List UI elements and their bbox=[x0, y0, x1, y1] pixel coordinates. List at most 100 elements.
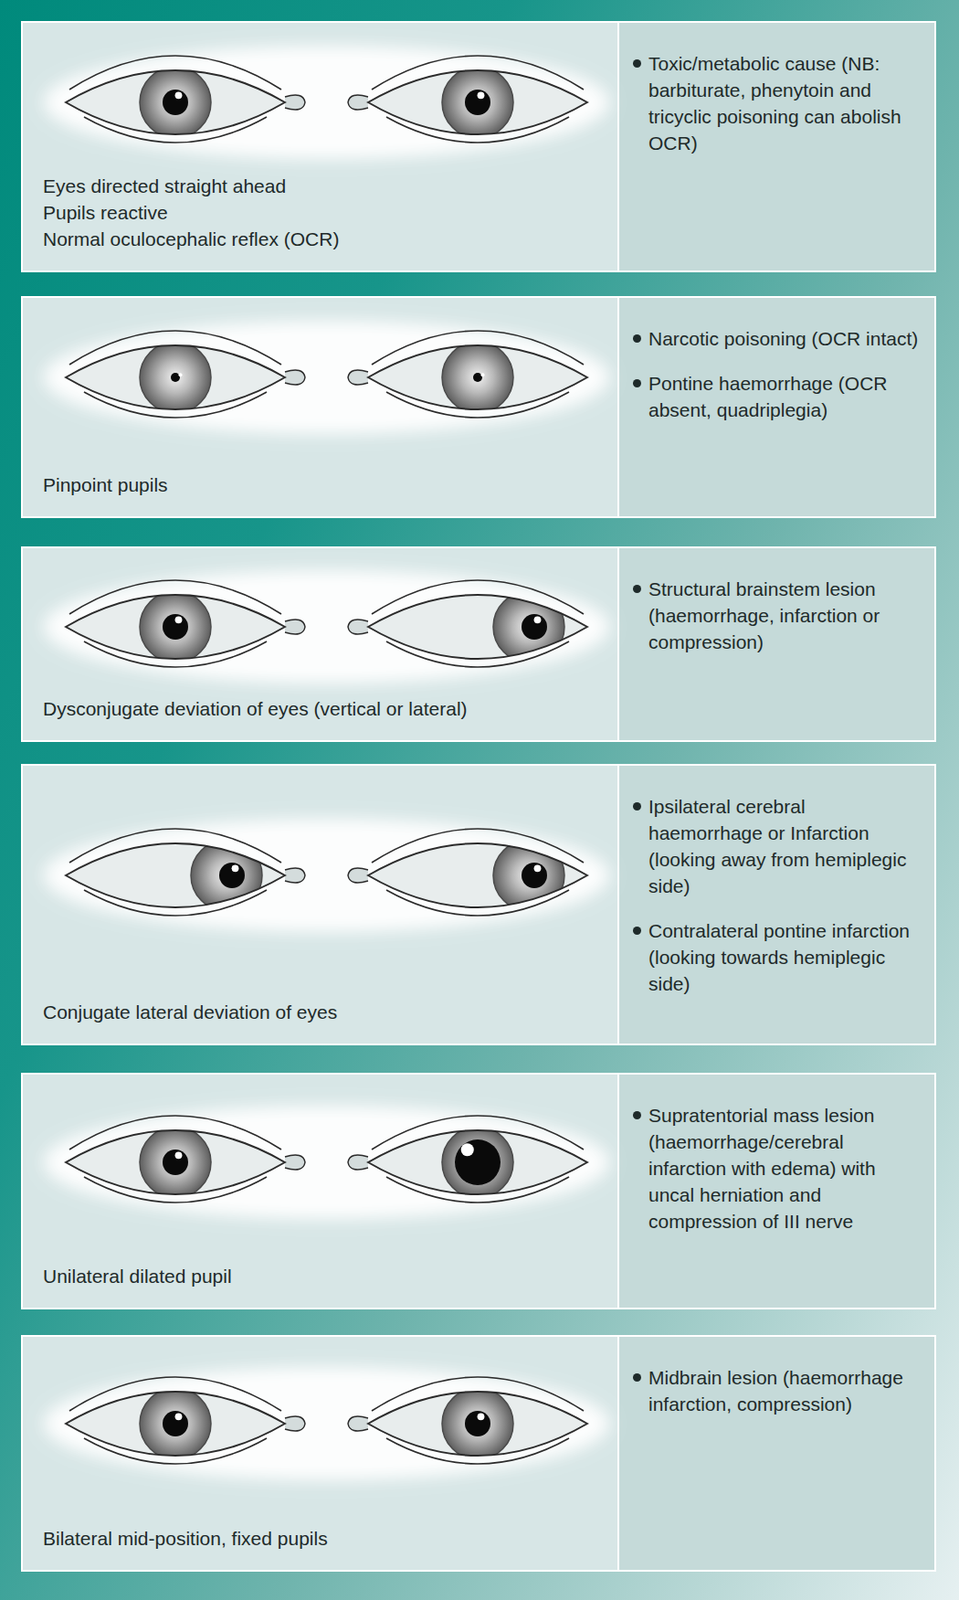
cause-text: Contralateral pontine infarction (lookin… bbox=[648, 916, 924, 997]
eye-outline bbox=[368, 345, 588, 410]
eye-pair bbox=[43, 1105, 611, 1219]
upper-lid-crease bbox=[371, 1115, 584, 1149]
iris bbox=[442, 341, 514, 413]
bullet-list: Narcotic poisoning (OCR intact) Pontine h… bbox=[632, 325, 924, 442]
eye-outline bbox=[65, 345, 285, 410]
sign-caption: Normal oculocephalic reflex (OCR) bbox=[42, 225, 603, 253]
pupil bbox=[219, 862, 245, 888]
pupil-highlight bbox=[179, 372, 183, 377]
sign-caption: Unilateral dilated pupil bbox=[42, 1262, 603, 1289]
lower-lid-crease bbox=[84, 641, 267, 667]
eye-white bbox=[65, 345, 285, 410]
eye-white bbox=[65, 70, 285, 135]
eye-halo bbox=[43, 1366, 611, 1480]
iris bbox=[139, 1126, 211, 1198]
pupil bbox=[162, 613, 189, 640]
eye-caruncle bbox=[347, 369, 369, 385]
caption-block: Conjugate lateral deviation of eyes bbox=[42, 998, 603, 1025]
pupil-highlight bbox=[461, 1142, 475, 1156]
eye-caruncle bbox=[284, 1415, 306, 1431]
eye-halo bbox=[43, 818, 611, 932]
iris-group bbox=[139, 1126, 211, 1198]
bullet-list: Ipsilateral cerebral haemorrhage or Infa… bbox=[632, 792, 924, 1015]
eye-white bbox=[368, 594, 588, 659]
iris-group bbox=[139, 66, 211, 138]
bullet-dot bbox=[632, 334, 642, 343]
eye-outline bbox=[65, 594, 285, 659]
cause-text: Ipsilateral cerebral haemorrhage or Infa… bbox=[648, 792, 924, 899]
eye-outline bbox=[368, 843, 588, 907]
upper-lid-crease bbox=[69, 55, 282, 90]
pupil bbox=[162, 1410, 189, 1436]
iris-group bbox=[442, 1387, 514, 1459]
pupil-highlight bbox=[534, 864, 542, 872]
iris-group bbox=[442, 1126, 514, 1198]
sign-panel: Eyes directed straight aheadPupils react… bbox=[22, 22, 618, 271]
pupil bbox=[464, 1410, 491, 1436]
iris-group bbox=[442, 66, 514, 138]
bullet-item: Narcotic poisoning (OCR intact) bbox=[632, 325, 924, 352]
eye-outline bbox=[368, 594, 588, 659]
pupil-highlight bbox=[481, 372, 485, 377]
cause-text: Pontine haemorrhage (OCR absent, quadrip… bbox=[648, 369, 924, 423]
bullet-item: Structural brainstem lesion (haemorrhage… bbox=[632, 575, 924, 655]
eye-white bbox=[65, 594, 285, 659]
pupil bbox=[162, 89, 189, 116]
upper-lid-crease bbox=[69, 330, 282, 365]
eye-caruncle bbox=[347, 867, 369, 883]
eye-caruncle bbox=[284, 867, 306, 883]
lower-lid-crease bbox=[84, 1176, 267, 1202]
pupil-highlight bbox=[231, 864, 240, 872]
eye-caruncle bbox=[284, 369, 306, 385]
eye-outline bbox=[368, 70, 588, 135]
bullet-list: Structural brainstem lesion (haemorrhage… bbox=[632, 575, 924, 674]
iris bbox=[442, 1387, 514, 1459]
iris bbox=[139, 590, 211, 663]
iris-group bbox=[139, 590, 211, 663]
iris-group bbox=[493, 590, 565, 663]
sign-caption: Pinpoint pupils bbox=[42, 471, 603, 498]
iris bbox=[139, 341, 211, 413]
pupil-highlight bbox=[534, 615, 542, 623]
lower-lid-crease bbox=[84, 116, 267, 143]
caption-block: Unilateral dilated pupil bbox=[42, 1262, 603, 1289]
iris bbox=[190, 839, 263, 911]
bullet-item: Pontine haemorrhage (OCR absent, quadrip… bbox=[632, 369, 924, 423]
eye-caruncle bbox=[284, 619, 306, 634]
eye-caruncle bbox=[284, 94, 306, 110]
pupil-highlight bbox=[477, 1412, 485, 1420]
eye-white bbox=[368, 1129, 588, 1194]
cause-panel: Midbrain lesion (haemorrhage infarction,… bbox=[617, 1336, 935, 1570]
bullet-item: Toxic/metabolic cause (NB: barbiturate, … bbox=[632, 50, 924, 157]
lower-lid-crease bbox=[386, 1437, 570, 1464]
sign-caption: Dysconjugate deviation of eyes (vertical… bbox=[42, 695, 603, 722]
eye-halo bbox=[43, 45, 611, 159]
eye-caruncle bbox=[347, 94, 369, 110]
pupil-highlight bbox=[477, 91, 485, 99]
cause-text: Supratentorial mass lesion (haemorrhage/… bbox=[648, 1101, 924, 1234]
bullet-dot bbox=[632, 379, 642, 388]
eye-halo bbox=[43, 1105, 611, 1219]
cause-text: Structural brainstem lesion (haemorrhage… bbox=[648, 575, 924, 655]
bullet-item: Midbrain lesion (haemorrhage infarction,… bbox=[632, 1363, 924, 1417]
bullet-dot bbox=[632, 59, 642, 68]
upper-lid-crease bbox=[371, 330, 584, 365]
bullet-item: Supratentorial mass lesion (haemorrhage/… bbox=[632, 1101, 924, 1234]
sign-caption: Bilateral mid-position, fixed pupils bbox=[42, 1524, 603, 1551]
lower-lid-crease bbox=[386, 1176, 570, 1202]
iris-group bbox=[139, 1387, 211, 1459]
eye-caruncle bbox=[347, 1415, 369, 1431]
iris-group bbox=[190, 839, 263, 911]
eye-white bbox=[65, 1129, 285, 1194]
iris-group bbox=[442, 341, 514, 413]
caption-block: Pinpoint pupils bbox=[42, 471, 603, 498]
caption-block: Bilateral mid-position, fixed pupils bbox=[42, 1524, 603, 1551]
upper-lid-crease bbox=[69, 579, 282, 614]
upper-lid-crease bbox=[371, 55, 584, 90]
eye-white bbox=[65, 843, 285, 907]
bullet-list: Supratentorial mass lesion (haemorrhage/… bbox=[632, 1101, 924, 1253]
iris bbox=[493, 839, 565, 911]
eye-caruncle bbox=[347, 619, 369, 634]
upper-lid-crease bbox=[69, 828, 282, 863]
